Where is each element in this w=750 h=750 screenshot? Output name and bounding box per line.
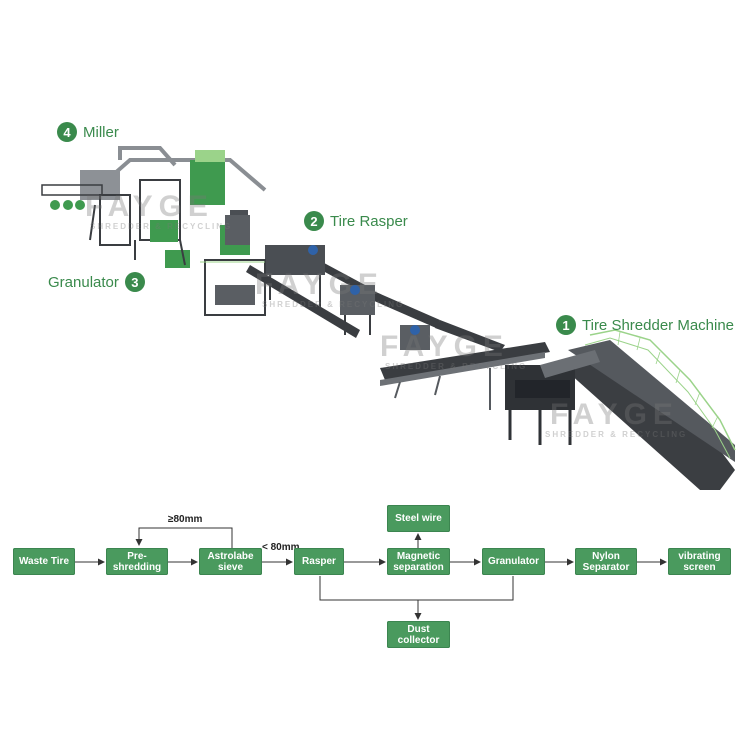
watermark-logo: FAYGE — [255, 268, 384, 301]
flow-box-vibrating-screen: vibrating screen — [668, 548, 731, 575]
callout-rasper-label: Tire Rasper — [330, 212, 408, 230]
label-over-80mm: ≥80mm — [168, 514, 203, 525]
step-badge-3: 3 — [124, 272, 145, 292]
label-under-80mm: < 80mm — [262, 542, 300, 553]
flow-box-waste-tire: Waste Tire — [13, 548, 75, 575]
step-badge-2: 2 — [304, 211, 324, 231]
conveyor-1 — [380, 342, 550, 410]
flow-box-pre-shredding: Pre-shredding — [106, 548, 168, 575]
callout-rasper: 2 Tire Rasper — [304, 211, 408, 231]
nylon-label-line2: Separator — [582, 561, 630, 573]
waste-tire-label: Waste Tire — [18, 556, 70, 567]
dust-label-line2: collector — [397, 634, 440, 646]
flow-box-nylon-separator: Nylon Separator — [575, 548, 637, 575]
flow-box-steel-wire: Steel wire — [387, 505, 450, 532]
watermark-logo: FAYGE — [550, 398, 679, 431]
magnetic-label-line2: separation — [393, 561, 444, 573]
flow-box-astrolabe-sieve: Astrolabe sieve — [199, 548, 262, 575]
flow-box-rasper: Rasper — [294, 548, 344, 575]
pre-shredding-label: Pre-shredding — [112, 550, 162, 573]
miller-machine — [41, 146, 267, 268]
flow-box-dust-collector: Dust collector — [387, 621, 450, 648]
flow-box-magnetic-separation: Magnetic separation — [387, 548, 450, 575]
watermark-tagline: SHREDDER & RECYCLING — [90, 222, 233, 231]
rasper-label: Rasper — [302, 556, 336, 567]
callout-granulator-label: Granulator — [48, 273, 119, 291]
callout-miller-label: Miller — [83, 123, 119, 141]
vibrating-label-line2: screen — [683, 561, 716, 573]
shredder-machine — [505, 329, 736, 490]
watermark-tagline: SHREDDER & RECYCLING — [262, 300, 405, 309]
steel-wire-label: Steel wire — [395, 513, 442, 524]
step-badge-1: 1 — [556, 315, 576, 335]
watermark-tagline: SHREDDER & RECYCLING — [385, 362, 528, 371]
flow-box-granulator: Granulator — [482, 548, 545, 575]
callout-shredder-label: Tire Shredder Machine — [582, 316, 735, 334]
magnetic-label-line1: Magnetic — [396, 550, 441, 562]
callout-miller: 4 Miller — [57, 122, 119, 142]
step-badge-4: 4 — [57, 122, 77, 142]
process-flow-connectors — [75, 527, 667, 620]
tire-rasper — [265, 245, 430, 350]
plant-illustration — [41, 146, 736, 490]
dust-label-line1: Dust — [407, 623, 430, 635]
granulator-label: Granulator — [487, 556, 540, 567]
watermark-logo: FAYGE — [85, 190, 214, 223]
astrolabe-label-line1: Astrolabe — [207, 550, 254, 562]
astrolabe-label-line2: sieve — [217, 561, 244, 573]
vibrating-label-line1: vibrating — [678, 550, 721, 562]
watermark-tagline: SHREDDER & RECYCLING — [545, 430, 688, 439]
nylon-label-line1: Nylon — [592, 550, 620, 562]
watermark-logo: FAYGE — [380, 330, 509, 363]
callout-granulator: Granulator 3 — [48, 272, 145, 292]
callout-shredder: 1 Tire Shredder Machine — [556, 315, 734, 335]
